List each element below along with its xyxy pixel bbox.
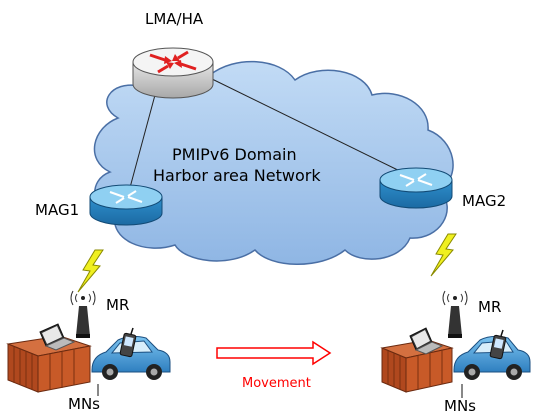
lma-router-icon — [132, 47, 214, 99]
car-right-icon — [453, 335, 531, 380]
mag2-router-icon — [379, 167, 453, 209]
laptop-right-icon — [409, 327, 444, 355]
pmipv6-cloud — [93, 60, 454, 265]
domain-line-1: PMIPv6 Domain — [172, 145, 297, 164]
mns-right-label: MNs — [444, 397, 476, 415]
laptop-left-icon — [39, 323, 76, 351]
mr-right-icon — [442, 290, 468, 338]
mag2-label: MAG2 — [462, 192, 506, 210]
mr-left-icon — [70, 290, 96, 338]
movement-label: Movement — [242, 376, 311, 391]
mag1-label: MAG1 — [35, 201, 79, 219]
lma-label: LMA/HA — [145, 10, 204, 28]
phone-left-icon — [119, 327, 137, 358]
movement-arrow-icon — [216, 340, 332, 366]
domain-line-2: Harbor area Network — [153, 166, 321, 185]
mr-left-label: MR — [106, 296, 129, 314]
link-lma-mag1 — [127, 94, 156, 196]
lightning-left-icon — [77, 249, 104, 293]
mag1-router-icon — [89, 184, 163, 226]
link-lma-mag2 — [209, 77, 409, 176]
phone-right-icon — [489, 329, 507, 360]
mr-right-label: MR — [478, 298, 501, 316]
lightning-right-icon — [430, 233, 457, 277]
mns-left-label: MNs — [68, 395, 100, 413]
